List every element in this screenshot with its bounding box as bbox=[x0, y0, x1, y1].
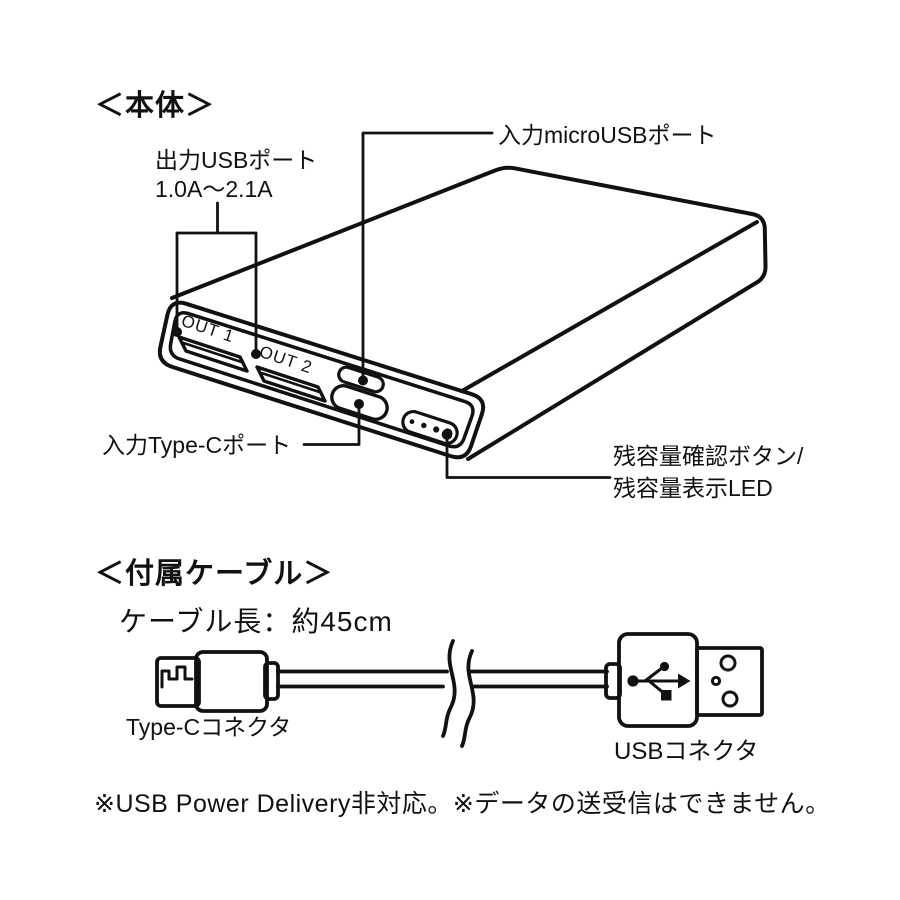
led-dot-3 bbox=[433, 426, 440, 433]
device-silhouette bbox=[170, 165, 768, 461]
footnote: ※USB Power Delivery非対応。※データの送受信はできません。 bbox=[94, 790, 831, 818]
section-title-cable: ＜付属ケーブル＞ bbox=[95, 558, 334, 590]
cable-illustration bbox=[155, 632, 764, 748]
cable-right-segment bbox=[469, 669, 609, 689]
cable-left-segment bbox=[276, 669, 449, 689]
label-battery-check-line2: 残容量表示LED bbox=[613, 475, 773, 501]
label-output-usb-line1: 出力USBポート bbox=[155, 147, 318, 173]
front-panel-outer bbox=[157, 300, 486, 460]
leader-micro-usb bbox=[361, 131, 494, 379]
anchor-dot-typec bbox=[354, 399, 364, 409]
section-title-main-unit: ＜本体＞ bbox=[95, 90, 216, 122]
led-dot-2 bbox=[421, 422, 427, 429]
device-top-front-edge bbox=[460, 220, 759, 393]
leader-led bbox=[445, 436, 612, 479]
usb-port-out1 bbox=[177, 335, 249, 373]
type-c-plug-body bbox=[194, 650, 269, 713]
cable-collar-left bbox=[263, 661, 280, 701]
led-dot-1 bbox=[409, 419, 415, 425]
leader-type-c bbox=[302, 405, 361, 446]
usb-port-out2 bbox=[255, 365, 327, 403]
anchor-dot-out2 bbox=[251, 349, 261, 359]
label-usb-connector: USBコネクタ bbox=[614, 738, 759, 765]
callout-lines bbox=[172, 131, 612, 479]
type-c-plug-tip bbox=[155, 656, 201, 708]
type-c-port bbox=[330, 384, 389, 421]
anchor-dot-out1 bbox=[172, 327, 182, 337]
cable-break-mark-left bbox=[441, 639, 457, 738]
usb-plug-holes bbox=[710, 654, 739, 708]
label-input-micro-usb: 入力microUSBポート bbox=[498, 122, 717, 148]
label-cable-length: ケーブル長：約45cm bbox=[119, 606, 393, 637]
usb-plug-metal bbox=[695, 646, 764, 717]
label-type-c-connector: Type-Cコネクタ bbox=[126, 714, 292, 740]
anchor-dot-led bbox=[441, 429, 453, 440]
cable-break-mark-right bbox=[460, 649, 476, 748]
label-battery-check-line1: 残容量確認ボタン/ bbox=[613, 443, 804, 469]
anchor-dot-micro bbox=[358, 375, 368, 386]
type-c-plug-pins bbox=[160, 665, 194, 689]
usb-trident-icon bbox=[627, 661, 691, 701]
power-bank-illustration bbox=[157, 165, 768, 461]
label-output-usb-line2: 1.0A〜2.1A bbox=[155, 176, 273, 202]
label-input-type-c: 入力Type-Cポート bbox=[102, 432, 292, 458]
